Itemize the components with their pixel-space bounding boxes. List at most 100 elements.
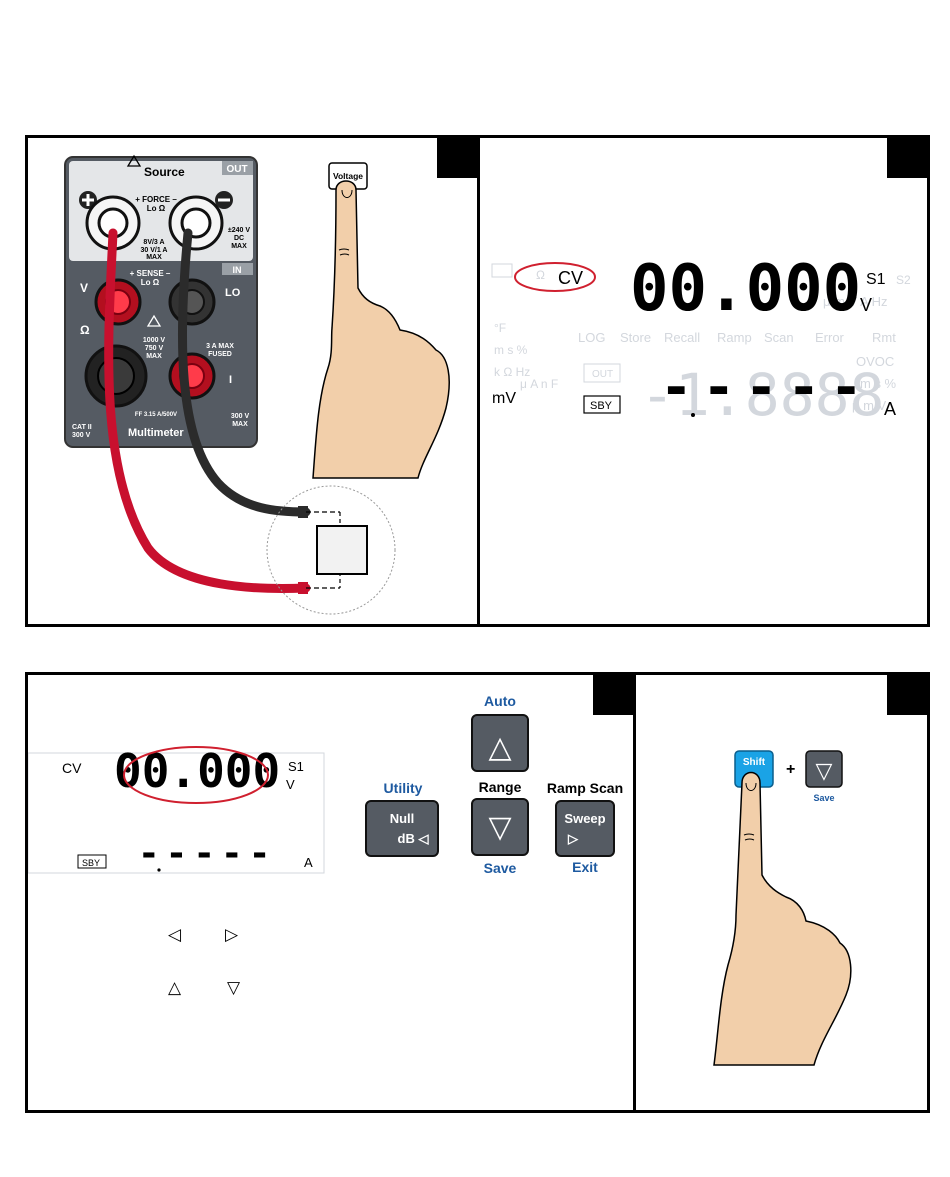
mini-sub-unit: A xyxy=(304,855,313,870)
range-label: Range xyxy=(479,779,522,795)
step-marker xyxy=(593,675,633,715)
shift-key-label: Shift xyxy=(743,757,766,768)
ghost-top-5: Error xyxy=(815,330,845,345)
ghost-out-box xyxy=(583,363,621,383)
brand-label: Multimeter xyxy=(128,427,184,439)
save-illustration: Shift + ▽ Save xyxy=(713,750,852,1066)
red-test-lead xyxy=(104,228,311,594)
rating-source-3: MAX xyxy=(146,254,162,261)
ghost-out-text: OUT xyxy=(592,369,613,380)
ghost-right-3: μ m V xyxy=(852,398,887,413)
ramp-scan-label: Ramp Scan xyxy=(547,780,623,796)
sub-readout: ----- xyxy=(660,356,873,419)
mini-main-readout: 00.000 xyxy=(114,744,280,798)
mini-display xyxy=(28,752,325,874)
mini-sby-box xyxy=(77,854,107,869)
auto-label: Auto xyxy=(484,693,516,709)
mini-sub-readout: ----- xyxy=(138,833,276,874)
ghost-top-1: Store xyxy=(620,330,651,345)
sense-sub: Lo Ω xyxy=(141,278,160,287)
front-panel-display: Ω °F m s % k Ω Hz μ A n F LOG Store Reca… xyxy=(491,252,911,429)
current-rating-1: 3 A MAX xyxy=(206,343,234,350)
voltage-key-label: Voltage xyxy=(333,171,363,181)
dc-rating-3: MAX xyxy=(231,243,247,250)
panel-display-cv: Ω °F m s % k Ω Hz μ A n F LOG Store Reca… xyxy=(477,135,930,627)
out-badge-text: OUT xyxy=(226,164,247,175)
sub-unit: A xyxy=(884,399,896,419)
down-arrow-icon: ▽ xyxy=(227,978,241,997)
down-save-key[interactable] xyxy=(805,750,843,788)
step-marker xyxy=(887,138,927,178)
up-range-key[interactable] xyxy=(471,714,529,772)
main-unit: V xyxy=(860,295,872,315)
step-marker xyxy=(887,675,927,715)
rating-sense-3: MAX xyxy=(146,353,162,360)
up-key-glyph: △ xyxy=(488,731,511,764)
sweep-key[interactable] xyxy=(555,800,615,857)
plus-icon xyxy=(79,191,97,209)
down-key-glyph: ▽ xyxy=(488,811,511,844)
plus-sign: + xyxy=(786,761,795,778)
ghost-left-0: Ω xyxy=(536,268,545,282)
sby-indicator: SBY xyxy=(590,400,613,412)
connection-illustration: OUT Source + FORCE – Lo Ω 8V/3 A 30 V/1 … xyxy=(64,154,450,615)
sby-box xyxy=(583,395,621,414)
pointing-finger xyxy=(312,180,450,479)
null-key-top: Null xyxy=(390,811,415,826)
adjust-illustration: CV 00.000 S1 V SBY ----- A ◁ ▷ △ ▽ Auto … xyxy=(28,693,623,997)
ghost-left-3: k Ω Hz xyxy=(494,365,530,379)
rating-source-1: 8V/3 A xyxy=(143,239,164,246)
mode-indicator: CV xyxy=(558,268,583,288)
panel-save: Shift + ▽ Save xyxy=(633,672,930,1113)
current-rating-2: FUSED xyxy=(208,351,232,358)
save-key-label: Save xyxy=(813,793,834,803)
panel-connection: OUT Source + FORCE – Lo Ω 8V/3 A 30 V/1 … xyxy=(25,135,480,627)
pointing-finger xyxy=(713,771,852,1066)
i-label: I xyxy=(229,374,232,386)
rating-sense-2: 750 V xyxy=(145,345,164,352)
s1-indicator: S1 xyxy=(866,271,886,288)
sense-label: + SENSE – xyxy=(130,269,171,278)
cv-highlight-circle xyxy=(514,262,596,292)
v-label: V xyxy=(80,281,88,295)
device-under-test xyxy=(316,525,368,575)
ghost-top-6: Rmt xyxy=(872,330,896,345)
dc-rating-2: DC xyxy=(234,235,244,242)
sweep-key-bottom: ▷ xyxy=(567,831,579,846)
force-sub: Lo Ω xyxy=(147,204,166,213)
minus-icon xyxy=(215,191,233,209)
ghost-sub-digits: -1.8888 xyxy=(640,361,884,429)
ohm-label: Ω xyxy=(80,323,90,337)
dc-rating-1: ±240 V xyxy=(228,227,250,234)
mini-unit: V xyxy=(286,777,295,792)
max-label-2: MAX xyxy=(232,421,248,428)
ghost-top-0: LOG xyxy=(578,330,605,345)
step-marker xyxy=(437,138,477,178)
exit-label: Exit xyxy=(572,859,598,875)
warning-icon xyxy=(126,154,142,167)
cat-label-1: CAT II xyxy=(72,424,92,431)
mini-sby: SBY xyxy=(82,858,100,868)
black-test-lead xyxy=(177,228,311,517)
in-badge-text: IN xyxy=(233,265,242,275)
left-arrow-icon: ◁ xyxy=(168,925,182,944)
ghost-right-1: OVOC xyxy=(856,354,894,369)
rating-sense-1: 1000 V xyxy=(143,337,166,344)
ghost-left-1: °F xyxy=(494,321,506,335)
warning-icon-sense xyxy=(146,314,162,327)
ghost-top-4: Scan xyxy=(764,330,794,345)
panel-adjust-value: CV 00.000 S1 V SBY ----- A ◁ ▷ △ ▽ Auto … xyxy=(25,672,636,1113)
source-title: Source xyxy=(144,165,185,179)
multimeter-front-panel: OUT Source + FORCE – Lo Ω 8V/3 A 30 V/1 … xyxy=(64,154,258,448)
save-label: Save xyxy=(484,860,517,876)
down-range-key[interactable] xyxy=(471,798,529,856)
null-key[interactable] xyxy=(365,800,439,857)
red-lead-tip xyxy=(298,582,308,594)
black-lead-tip xyxy=(298,506,308,518)
s2-indicator: S2 xyxy=(896,273,911,287)
null-key-bottom: dB ◁ xyxy=(398,831,430,846)
rating-source-2: 30 V/1 A xyxy=(141,247,168,254)
ghost-left-4: μ A n F xyxy=(520,377,558,391)
main-readout: 00.000 xyxy=(630,252,861,326)
dut-zoom-circle xyxy=(266,485,396,615)
